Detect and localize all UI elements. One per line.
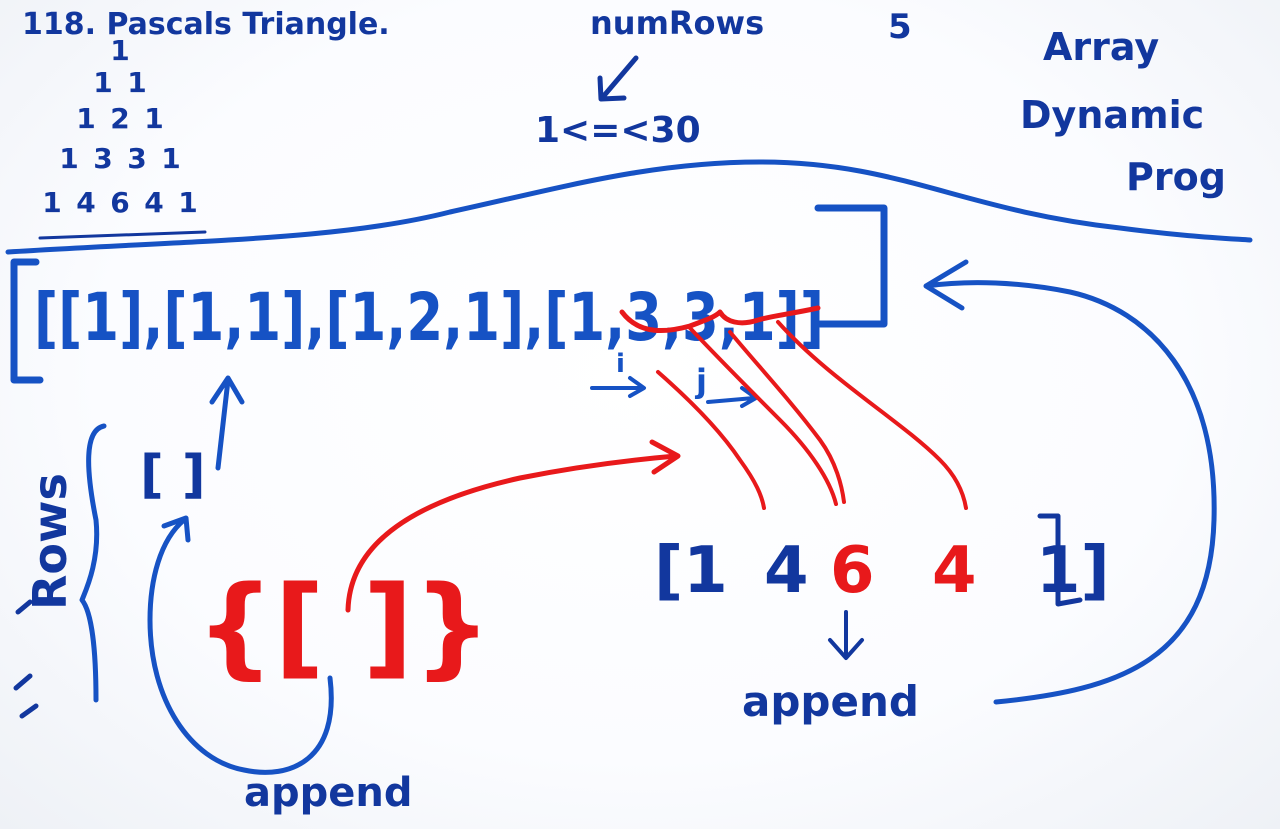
return-arrow xyxy=(923,259,1217,705)
pointer-j: j xyxy=(694,362,707,400)
rows-label: Rows xyxy=(23,473,77,610)
triangle-cell: 4 xyxy=(76,186,95,219)
triangle-cell: 1 xyxy=(59,142,78,175)
outer-bracket-left xyxy=(10,258,44,384)
triangle-cell: 1 xyxy=(161,142,180,175)
triangle-cell: 1 xyxy=(42,186,61,219)
append-label-left: append xyxy=(244,770,413,816)
append-loop-arrow xyxy=(147,515,334,775)
triangle-cell: 1 xyxy=(178,186,197,219)
pointer-i-arrow xyxy=(590,376,646,398)
outer-bracket-right xyxy=(814,204,888,328)
new-row-cell: [1 xyxy=(654,534,728,608)
triangle-cell: 1 xyxy=(93,66,112,99)
tag-array: Array xyxy=(1043,25,1159,69)
up-arrow xyxy=(209,375,245,471)
tag-prog: Prog xyxy=(1126,155,1226,199)
triangle-cell: 2 xyxy=(110,102,129,135)
triangle-cell: 3 xyxy=(93,142,112,175)
row-placeholder: [ ] xyxy=(140,445,206,505)
append-down-arrow xyxy=(828,610,864,660)
problem-title: 118. Pascals Triangle. xyxy=(22,7,390,42)
rows-marks xyxy=(13,599,39,719)
triangle-cell: 6 xyxy=(110,186,129,219)
triangle-cell: 1 xyxy=(127,66,146,99)
temp-placeholder: {[ ]} xyxy=(196,562,491,690)
triangle-cell: 1 xyxy=(76,102,95,135)
new-row-close-bracket xyxy=(1037,513,1083,607)
triangle-cell: 1 xyxy=(144,102,163,135)
result-array: [[1],[1,1],[1,2,1],[1,3,3,1]] xyxy=(34,279,824,356)
new-row-cell: 4 xyxy=(764,534,809,608)
connector-left xyxy=(656,370,766,510)
constraint-text: 1<=<30 xyxy=(535,110,701,151)
tag-dynamic: Dynamic xyxy=(1020,93,1204,137)
numrows-label: numRows xyxy=(590,4,764,42)
new-row-cell: 1] xyxy=(1036,534,1110,608)
pointer-i: i xyxy=(616,349,625,379)
triangle-cell: 1 xyxy=(110,34,129,67)
new-row-cell: 6 xyxy=(830,534,875,608)
triangle-cell: 4 xyxy=(144,186,163,219)
constraint-arrow xyxy=(597,55,639,102)
fill-arrow xyxy=(345,439,681,613)
connector-mid-2 xyxy=(728,330,846,504)
new-row-cell: 4 xyxy=(932,534,977,608)
connector-mid-1 xyxy=(688,326,838,506)
divider-line xyxy=(5,159,1253,255)
triangle-underline xyxy=(38,230,207,240)
append-label-right: append xyxy=(742,677,919,726)
numrows-value: 5 xyxy=(888,7,912,47)
triangle-cell: 3 xyxy=(127,142,146,175)
rows-brace xyxy=(79,423,107,703)
connector-right xyxy=(776,320,968,510)
